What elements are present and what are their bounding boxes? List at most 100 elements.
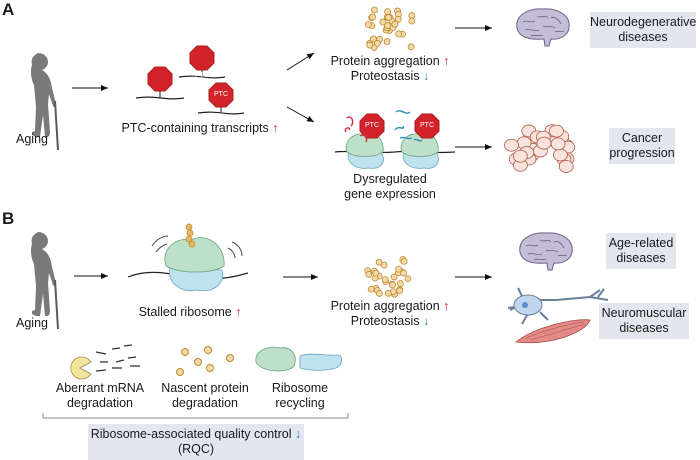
protein-particle (365, 270, 373, 278)
cancer-cell (504, 138, 519, 152)
aging-person-icon-b (29, 231, 59, 330)
protein-particle (369, 35, 377, 43)
mrna-line2: degradation (66, 396, 134, 410)
protein-particle (385, 14, 392, 21)
ptc-sign-text-2: PTC (195, 72, 209, 79)
down-arrow-icon: ↓ (423, 314, 430, 328)
protein-particle (375, 258, 383, 266)
protein-particle (404, 275, 412, 283)
protein-particle (391, 20, 399, 28)
protein-particle (389, 281, 396, 289)
mrna-line1: Aberrant mRNA (55, 381, 145, 395)
cancer-cell (558, 160, 574, 173)
protein-particle (395, 30, 403, 38)
protein-particle (407, 43, 415, 51)
dysregulated-line2: gene expression (344, 187, 436, 201)
protein-particle (226, 354, 234, 362)
age-line2: diseases (616, 251, 666, 265)
protein-particle (400, 257, 408, 265)
protein-particle (375, 290, 383, 297)
protein-particle (396, 287, 404, 295)
stalled-ribosome-illustration (127, 223, 249, 292)
protein-particle (194, 358, 202, 366)
stalled-text: Stalled ribosome (138, 305, 232, 319)
nm-line1: Neuromuscular (601, 306, 687, 320)
rqc-bracket (42, 413, 349, 419)
protein-particle (380, 261, 388, 269)
nascent-line1: Nascent protein (161, 381, 249, 395)
nascent-line2: degradation (171, 396, 239, 410)
cancer-cells-icon (504, 124, 576, 173)
dysregulated-expression-illustration (334, 110, 456, 169)
ptc-sign-text-5: PTC (420, 122, 434, 129)
protein-particle (181, 348, 189, 356)
protein-particle (367, 285, 375, 293)
protein-particle (206, 364, 214, 372)
dysregulated-line1: Dysregulated (353, 172, 427, 186)
ribosome-recycling-icon (255, 346, 342, 372)
cancer-cell (513, 149, 528, 163)
nm-line2: diseases (619, 321, 669, 335)
proteostasis-text-b: Proteostasis (350, 314, 420, 328)
cancer-cell (536, 136, 552, 150)
recycling-line2: recycling (275, 396, 325, 410)
proteostasis-text: Proteostasis (350, 69, 420, 83)
nascent-protein-icon (176, 346, 234, 376)
up-arrow-icon: ↑ (443, 299, 450, 313)
panel-label-b: B (2, 209, 15, 228)
protein-particle (394, 15, 402, 23)
protein-particle (364, 21, 372, 28)
protein-particle (369, 13, 376, 21)
protein-particle (366, 41, 374, 49)
aging-label-a: Aging (16, 132, 48, 146)
protein-particle (384, 8, 392, 16)
protein-aggregate-icon-a (364, 6, 416, 51)
ptc-transcripts-label: PTC-containing transcripts ↑ (110, 121, 290, 136)
aggregation-label-b: Protein aggregation ↑ (320, 299, 460, 314)
brain-icon-a (516, 8, 570, 47)
proteostasis-label-a: Proteostasis ↓ (320, 69, 460, 84)
aging-label-b: Aging (16, 316, 48, 330)
neuro-line2: diseases (618, 30, 668, 44)
brain-icon-b (519, 232, 573, 271)
cancer-cell (552, 148, 568, 162)
mrna-fragments-icon (95, 344, 140, 372)
protein-particle (384, 22, 392, 29)
protein-particle (400, 269, 407, 277)
protein-particle (408, 17, 416, 25)
recycling-line1: Ribosome (271, 381, 329, 395)
cancer-cell (549, 124, 564, 138)
protein-particle (371, 6, 378, 14)
protein-aggregate-icon-b (364, 256, 412, 298)
age-line1: Age-related (608, 236, 674, 250)
protein-particle (176, 368, 184, 376)
ptc-sign-text-4: PTC (365, 122, 379, 129)
muscle-icon (514, 319, 591, 344)
protein-particle (372, 269, 380, 277)
aggregation-text-b: Protein aggregation (330, 299, 440, 313)
cancer-cell (550, 137, 566, 151)
down-arrow-icon: ↓ (295, 427, 302, 441)
protein-particle (396, 280, 404, 287)
panel-label-a: A (2, 0, 15, 19)
arrow-to-dysregulated (286, 106, 315, 123)
ptc-transcripts-text: PTC-containing transcripts (121, 121, 269, 135)
cancer-line1: Cancer (621, 131, 663, 145)
up-arrow-icon: ↑ (235, 305, 242, 319)
protein-particle (204, 346, 212, 354)
up-arrow-icon: ↑ (272, 121, 279, 135)
protein-particle (379, 18, 387, 26)
neuron-icon (507, 287, 609, 325)
up-arrow-icon: ↑ (443, 54, 450, 68)
protein-particle (381, 276, 389, 284)
down-arrow-icon: ↓ (423, 69, 430, 83)
